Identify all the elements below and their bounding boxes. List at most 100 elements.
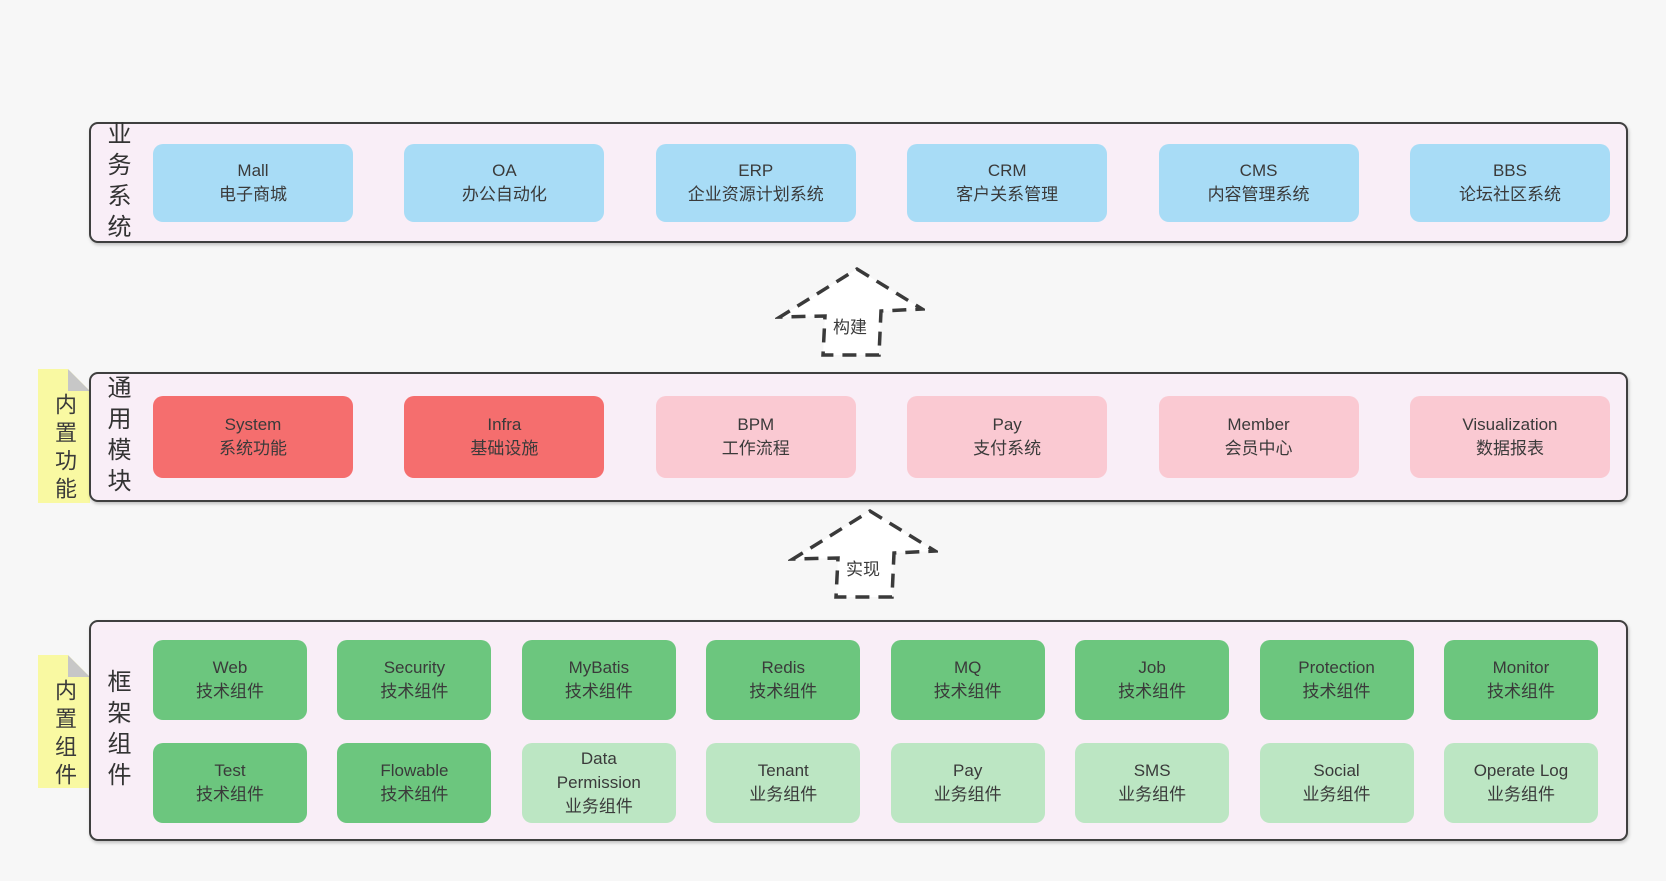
sticky-tag-label: 内置组件	[52, 679, 77, 791]
section-common-modules: 通用模块 System 系统功能 Infra 基础设施 BPM 工作流程 Pay 支付系统 Me…	[89, 372, 1628, 502]
box-erp: ERP 企业资源计划系统	[655, 143, 856, 222]
section-label-common-modules: 通用模块	[103, 375, 130, 499]
box-redis: Redis 技术组件	[706, 640, 861, 720]
box-subtitle: 系统功能	[219, 439, 287, 458]
box-member: Member 会员中心	[1158, 396, 1359, 478]
box-crm: CRM 客户关系管理	[907, 143, 1108, 222]
folded-corner-icon	[68, 655, 90, 677]
box-subtitle: 业务组件	[1118, 785, 1187, 804]
box-title: Test	[214, 761, 246, 780]
box-subtitle: 业务组件	[749, 785, 818, 804]
box-bbs: BBS 论坛社区系统	[1409, 143, 1610, 222]
box-data-permission: Data Permission 业务组件	[521, 743, 676, 823]
box-subtitle: 电子商城	[219, 184, 287, 204]
box-title: ERP	[738, 160, 774, 180]
build-arrow: 构建	[775, 266, 925, 358]
sticky-tag-built-in-features: 内置功能	[38, 369, 90, 503]
box-title: Protection	[1298, 658, 1375, 677]
box-mall: Mall 电子商城	[153, 143, 353, 222]
box-subtitle: 内容管理系统	[1207, 184, 1310, 204]
box-title: BPM	[737, 415, 775, 434]
implement-arrow: 实现	[788, 508, 938, 600]
box-title: CRM	[987, 160, 1027, 180]
box-system: System 系统功能	[153, 396, 353, 478]
section-business-systems: 业务系统 Mall 电子商城 OA 办公自动化 ERP 企业资源计划系统 CRM 客户关系管理…	[89, 120, 1628, 245]
sticky-tag-label: 内置功能	[52, 393, 77, 505]
box-subtitle: 业务组件	[933, 785, 1002, 804]
box-title: Infra	[487, 415, 522, 434]
box-title: Redis	[761, 658, 805, 677]
box-subtitle: 技术组件	[380, 785, 449, 804]
box-title: OA	[492, 160, 517, 180]
box-oa: OA 办公自动化	[404, 143, 605, 222]
box-title: Monitor	[1492, 658, 1550, 677]
box-title: Pay	[992, 415, 1022, 434]
folded-corner-icon	[68, 369, 90, 391]
box-infra: Infra 基础设施	[404, 396, 605, 478]
box-title: Web	[212, 658, 248, 677]
box-subtitle: 办公自动化	[461, 184, 547, 204]
box-title: Pay	[953, 761, 983, 780]
box-subtitle: 技术组件	[564, 682, 633, 701]
implement-arrow-label: 实现	[842, 554, 884, 581]
box-row-modules: System 系统功能 Infra 基础设施 BPM 工作流程 Pay 支付系统 Member 会…	[153, 374, 1610, 500]
box-title: Mall	[237, 160, 269, 180]
box-subtitle: 技术组件	[1302, 682, 1371, 701]
box-title: BBS	[1492, 160, 1527, 180]
box-monitor: Monitor 技术组件	[1443, 640, 1598, 720]
box-flowable: Flowable 技术组件	[337, 743, 492, 823]
section-label-business-systems: 业务系统	[103, 120, 130, 245]
box-title: Member	[1227, 415, 1290, 434]
build-arrow-label: 构建	[829, 312, 871, 339]
box-row-business: Mall 电子商城 OA 办公自动化 ERP 企业资源计划系统 CRM 客户关系管理 CMS 内容…	[153, 124, 1610, 241]
box-web: Web 技术组件	[153, 640, 307, 720]
box-subtitle: 业务组件	[1302, 785, 1371, 804]
box-subtitle: 技术组件	[933, 682, 1002, 701]
box-title: Social	[1313, 761, 1360, 780]
box-pay: Pay 支付系统	[907, 396, 1108, 478]
box-subtitle: 企业资源计划系统	[687, 184, 824, 204]
box-subtitle: 工作流程	[721, 439, 790, 458]
box-title: SMS	[1133, 761, 1171, 780]
box-subtitle: 业务组件	[564, 797, 633, 816]
box-title: Flowable	[380, 761, 449, 780]
box-title: MQ	[953, 658, 982, 677]
box-protection: Protection 技术组件	[1259, 640, 1414, 720]
box-title: Operate Log	[1473, 761, 1569, 780]
box-subtitle: 技术组件	[1118, 682, 1187, 701]
box-subtitle: 技术组件	[196, 682, 264, 701]
box-subtitle: 支付系统	[973, 439, 1042, 458]
box-subtitle: 业务组件	[1486, 785, 1555, 804]
box-title: MyBatis	[568, 658, 630, 677]
box-title: Visualization	[1462, 415, 1558, 434]
box-bpm: BPM 工作流程	[655, 396, 856, 478]
box-title: CMS	[1239, 160, 1278, 180]
box-subtitle: 会员中心	[1224, 439, 1293, 458]
box-title: Data Permission	[556, 749, 641, 792]
box-sms: SMS 业务组件	[1075, 743, 1230, 823]
sticky-tag-built-in-components: 内置组件	[38, 655, 90, 788]
box-subtitle: 技术组件	[749, 682, 818, 701]
box-mybatis: MyBatis 技术组件	[521, 640, 676, 720]
box-subtitle: 论坛社区系统	[1458, 184, 1561, 204]
box-operate-log: Operate Log 业务组件	[1443, 743, 1598, 823]
box-subtitle: 技术组件	[380, 682, 449, 701]
box-subtitle: 基础设施	[470, 439, 539, 458]
box-title: System	[224, 415, 282, 434]
box-cms: CMS 内容管理系统	[1158, 143, 1359, 222]
box-pay: Pay 业务组件	[890, 743, 1045, 823]
box-subtitle: 技术组件	[1486, 682, 1555, 701]
box-social: Social 业务组件	[1259, 743, 1414, 823]
box-mq: MQ 技术组件	[890, 640, 1045, 720]
box-subtitle: 客户关系管理	[956, 184, 1059, 204]
